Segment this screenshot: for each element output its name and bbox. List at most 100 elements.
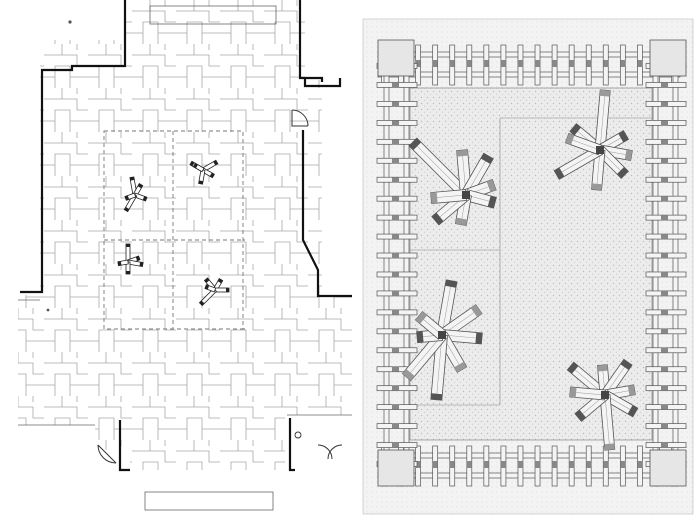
frame-joint (569, 60, 575, 67)
frame-joint (392, 290, 399, 296)
timber-arm (569, 386, 606, 401)
column-marker (294, 431, 302, 439)
frame-corner (649, 39, 687, 77)
frame-joint (500, 60, 506, 67)
frame-joint (392, 158, 399, 164)
building-outlines (18, 5, 352, 511)
cluster-bottom-left (401, 279, 483, 401)
timber-arm (598, 144, 633, 161)
frame-joint (392, 101, 399, 107)
survey-point (68, 20, 72, 24)
frame-joint (661, 120, 668, 126)
frame-joint (432, 461, 438, 468)
frame-joint (466, 60, 472, 67)
frame-joint (620, 60, 626, 67)
cluster-hub (438, 331, 446, 339)
canopy-plan-panel (362, 18, 694, 515)
frame-joint (392, 82, 399, 88)
frame-corner (377, 449, 415, 487)
frame-joint (517, 461, 523, 468)
frame-joint (586, 461, 592, 468)
timber-arm (553, 145, 604, 180)
frame-joint (500, 461, 506, 468)
survey-point-2 (46, 308, 50, 312)
frame-joint (392, 271, 399, 277)
structure-member (125, 261, 131, 275)
frame-rail (377, 452, 681, 459)
right-timber-clusters (401, 89, 639, 451)
frame-joint (661, 366, 668, 372)
cluster-hub (596, 146, 604, 154)
frame-joint (483, 461, 489, 468)
frame-joint (517, 60, 523, 67)
frame-joint (392, 177, 399, 183)
frame-joint (661, 423, 668, 429)
frame-joint (661, 196, 668, 202)
structure-a (123, 176, 148, 213)
paving-field (18, 0, 352, 470)
frame-joint (603, 60, 609, 67)
cluster-hub (601, 391, 609, 399)
building-walls (20, 0, 352, 472)
frame-joint (392, 385, 399, 391)
structure-b (189, 159, 219, 185)
site-plan-panel (18, 0, 352, 511)
structure-d (198, 277, 230, 307)
structure-c (117, 243, 144, 275)
frame-joint (449, 461, 455, 468)
frame-joint (661, 290, 668, 296)
structure-member (127, 259, 144, 268)
timber-arm (601, 390, 639, 418)
structure-member (124, 192, 137, 201)
frame-joint (392, 139, 399, 145)
frame-joint (392, 328, 399, 334)
cluster-hub (462, 191, 470, 199)
timber-arm (408, 137, 471, 200)
frame-joint (392, 196, 399, 202)
frame-joint (661, 404, 668, 410)
frame-joint (449, 60, 455, 67)
frame-corner (377, 39, 415, 77)
frame-joint (392, 366, 399, 372)
frame-joint (661, 215, 668, 221)
frame-joint (392, 347, 399, 353)
frame-joint (392, 423, 399, 429)
timber-arm (464, 189, 497, 209)
frame-rail (377, 472, 681, 479)
frame-joint (661, 253, 668, 259)
cluster-top-left (408, 137, 497, 226)
frame-joint (392, 442, 399, 448)
frame-corner (649, 449, 687, 487)
frame-joint (661, 442, 668, 448)
door-swings (97, 109, 343, 464)
timber-frame (376, 39, 687, 487)
structure-member (125, 243, 131, 263)
structure-member (123, 193, 138, 213)
frame-joint (392, 404, 399, 410)
frame-joint (392, 253, 399, 259)
frame-joint (603, 461, 609, 468)
frame-joint (661, 139, 668, 145)
frame-joint (661, 328, 668, 334)
frame-joint (661, 158, 668, 164)
frame-joint (483, 60, 489, 67)
frame-joint (661, 177, 668, 183)
cluster-top-right (553, 89, 633, 191)
frame-joint (586, 60, 592, 67)
frame-joint (661, 309, 668, 315)
frame-joint (535, 461, 541, 468)
frame-joint (661, 271, 668, 277)
left-structure-clusters (117, 159, 230, 307)
frame-joint (661, 82, 668, 88)
frame-joint (466, 461, 472, 468)
frame-joint (661, 385, 668, 391)
frame-joint (392, 234, 399, 240)
frame-joint (637, 60, 643, 67)
structure-member (117, 259, 129, 267)
structure-member (204, 284, 217, 293)
frame-joint (661, 347, 668, 353)
frame-joint (620, 461, 626, 468)
frame-rail (377, 71, 681, 78)
